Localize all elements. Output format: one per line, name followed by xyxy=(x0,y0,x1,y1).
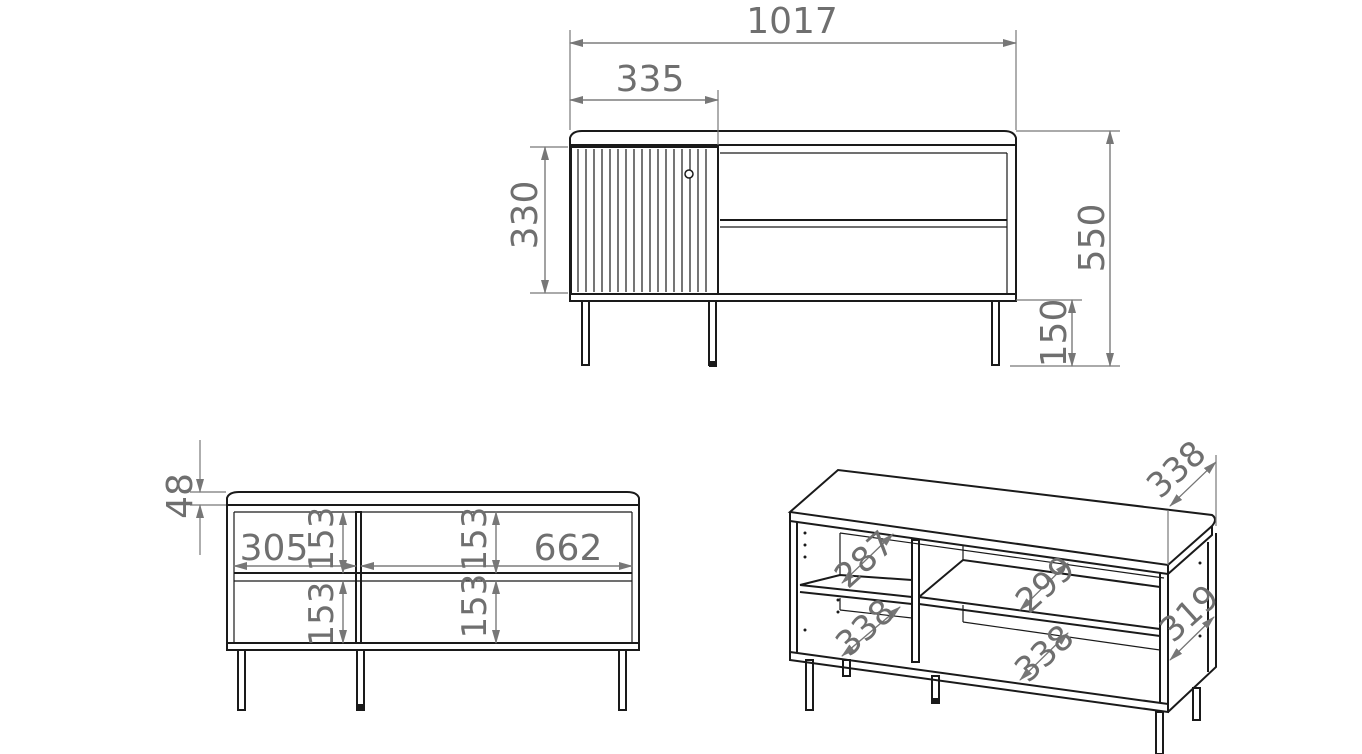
open-divider xyxy=(355,511,362,644)
dim-right-lower-height-label: 153 xyxy=(455,574,495,639)
dim-door-width-label: 335 xyxy=(616,59,685,100)
iso-divider xyxy=(911,539,920,663)
open-body xyxy=(226,504,640,651)
open-legs xyxy=(237,649,627,711)
dim-iso-depth-label: 338 xyxy=(1139,433,1214,506)
dim-right-upper-height-label: 153 xyxy=(455,507,495,572)
dim-total-height-label: 550 xyxy=(1072,204,1113,273)
front-body xyxy=(569,144,1017,302)
open-top-board xyxy=(226,491,640,506)
door-knob xyxy=(684,169,694,179)
front-top-board xyxy=(569,130,1017,146)
dim-iso-right-lower-label: 338 xyxy=(1007,617,1082,690)
front-legs xyxy=(581,300,1000,367)
dim-left-upper-height-label: 153 xyxy=(302,507,342,572)
iso-shelf-pin-holes xyxy=(803,531,1202,638)
dim-leg-height-label: 150 xyxy=(1034,299,1075,368)
iso-top-board xyxy=(787,468,1216,567)
dim-right-width-label: 662 xyxy=(534,528,603,569)
open-dimensions: 48 305 662 153 153 153 153 xyxy=(160,440,633,647)
iso-view: 338 287 338 299 338 319 xyxy=(787,433,1227,754)
front-dimensions: 1017 335 330 550 150 xyxy=(505,1,1120,367)
dim-left-lower-height-label: 153 xyxy=(302,582,342,647)
dim-door-height-label: 330 xyxy=(505,181,546,250)
open-view: 48 305 662 153 153 153 153 xyxy=(160,440,640,711)
dim-top-thickness-label: 48 xyxy=(160,473,201,519)
front-door xyxy=(570,146,719,295)
iso-legs xyxy=(805,659,1201,754)
door-slats xyxy=(577,149,707,292)
front-view: 1017 335 330 550 150 xyxy=(505,1,1120,367)
dim-left-width-label: 305 xyxy=(240,528,309,569)
iso-front-frame xyxy=(789,521,1169,706)
dim-width-label: 1017 xyxy=(746,1,838,42)
